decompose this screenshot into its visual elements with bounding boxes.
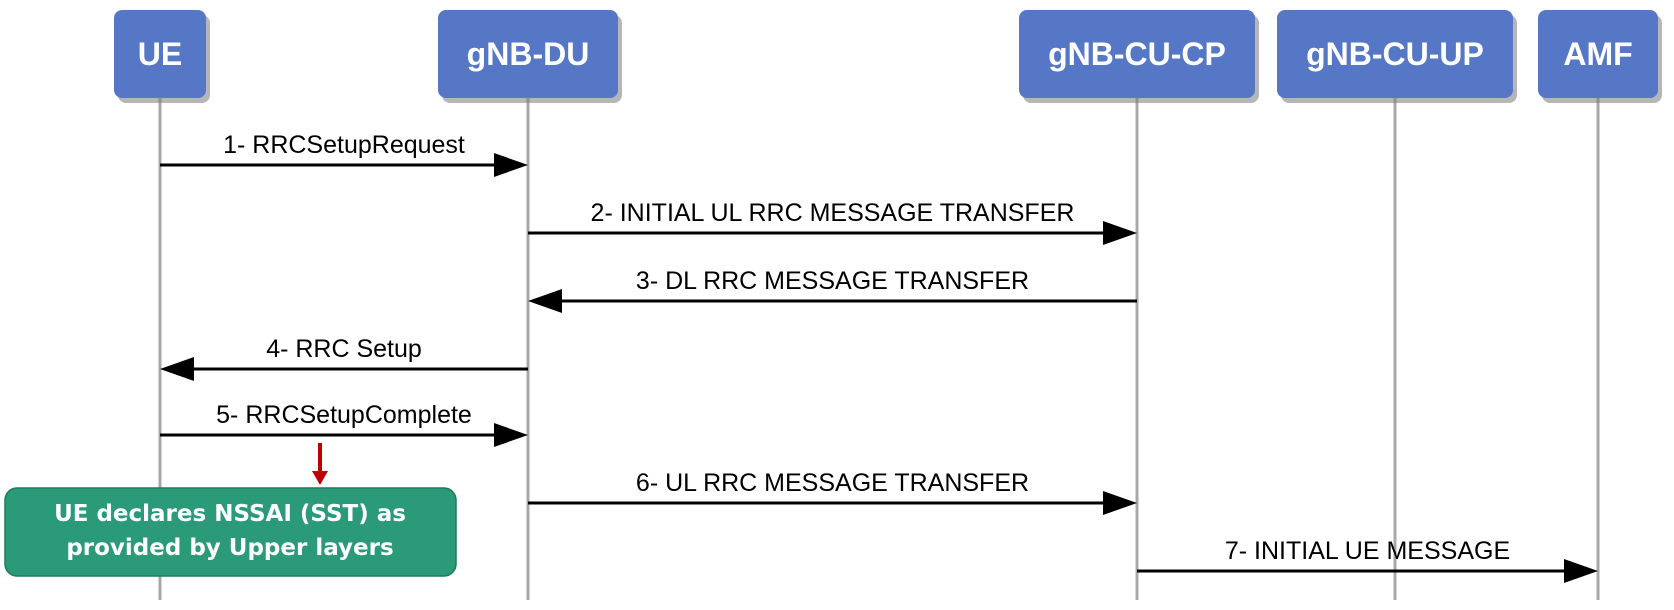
entity-box	[1538, 10, 1658, 98]
message-label: 6- UL RRC MESSAGE TRANSFER	[636, 469, 1029, 497]
entity-box	[1277, 10, 1513, 98]
message-label: 7- INITIAL UE MESSAGE	[1225, 537, 1510, 565]
entity-label: gNB-CU-CP	[1048, 36, 1226, 72]
entity-label: gNB-DU	[467, 36, 590, 72]
message-7: 7- INITIAL UE MESSAGE	[1137, 537, 1598, 583]
arrow-head-icon	[160, 357, 194, 381]
message-2: 2- INITIAL UL RRC MESSAGE TRANSFER	[528, 199, 1137, 245]
note-text-line: provided by Upper layers	[66, 535, 393, 561]
arrow-head-icon	[1564, 559, 1598, 583]
messages: 1- RRCSetupRequest 2- INITIAL UL RRC MESS…	[160, 131, 1598, 583]
message-label: 2- INITIAL UL RRC MESSAGE TRANSFER	[591, 199, 1075, 227]
message-label: 1- RRCSetupRequest	[223, 131, 465, 159]
message-label: 4- RRC Setup	[266, 335, 422, 363]
down-arrow-icon	[312, 471, 328, 485]
arrow-head-icon	[1103, 491, 1137, 515]
entity-label: AMF	[1563, 36, 1632, 72]
entity-ue: UE	[114, 10, 210, 103]
entity-gnb-du: gNB-DU	[438, 10, 622, 103]
message-5: 5- RRCSetupComplete	[160, 401, 528, 447]
entity-amf: AMF	[1538, 10, 1662, 103]
arrow-head-icon	[494, 153, 528, 177]
message-label: 3- DL RRC MESSAGE TRANSFER	[636, 267, 1029, 295]
entities: UE gNB-DU gNB-CU-CP gNB-CU-UP AMF	[114, 10, 1662, 103]
entity-gnb-cu-cp: gNB-CU-CP	[1019, 10, 1259, 103]
arrow-head-icon	[528, 289, 562, 313]
entity-box	[438, 10, 618, 98]
entity-box	[114, 10, 206, 98]
arrow-head-icon	[1103, 221, 1137, 245]
entity-label: UE	[138, 36, 182, 72]
note-group: UE declares NSSAI (SST) as provided by Up…	[4, 443, 457, 577]
arrow-head-icon	[494, 423, 528, 447]
note-text-line: UE declares NSSAI (SST) as	[54, 501, 406, 527]
entity-label: gNB-CU-UP	[1306, 36, 1484, 72]
entity-box	[1019, 10, 1255, 98]
entity-gnb-cu-up: gNB-CU-UP	[1277, 10, 1517, 103]
message-4: 4- RRC Setup	[160, 335, 528, 381]
note-box	[4, 487, 457, 577]
message-label: 5- RRCSetupComplete	[216, 401, 472, 429]
message-6: 6- UL RRC MESSAGE TRANSFER	[528, 469, 1137, 515]
message-3: 3- DL RRC MESSAGE TRANSFER	[528, 267, 1137, 313]
message-1: 1- RRCSetupRequest	[160, 131, 528, 177]
